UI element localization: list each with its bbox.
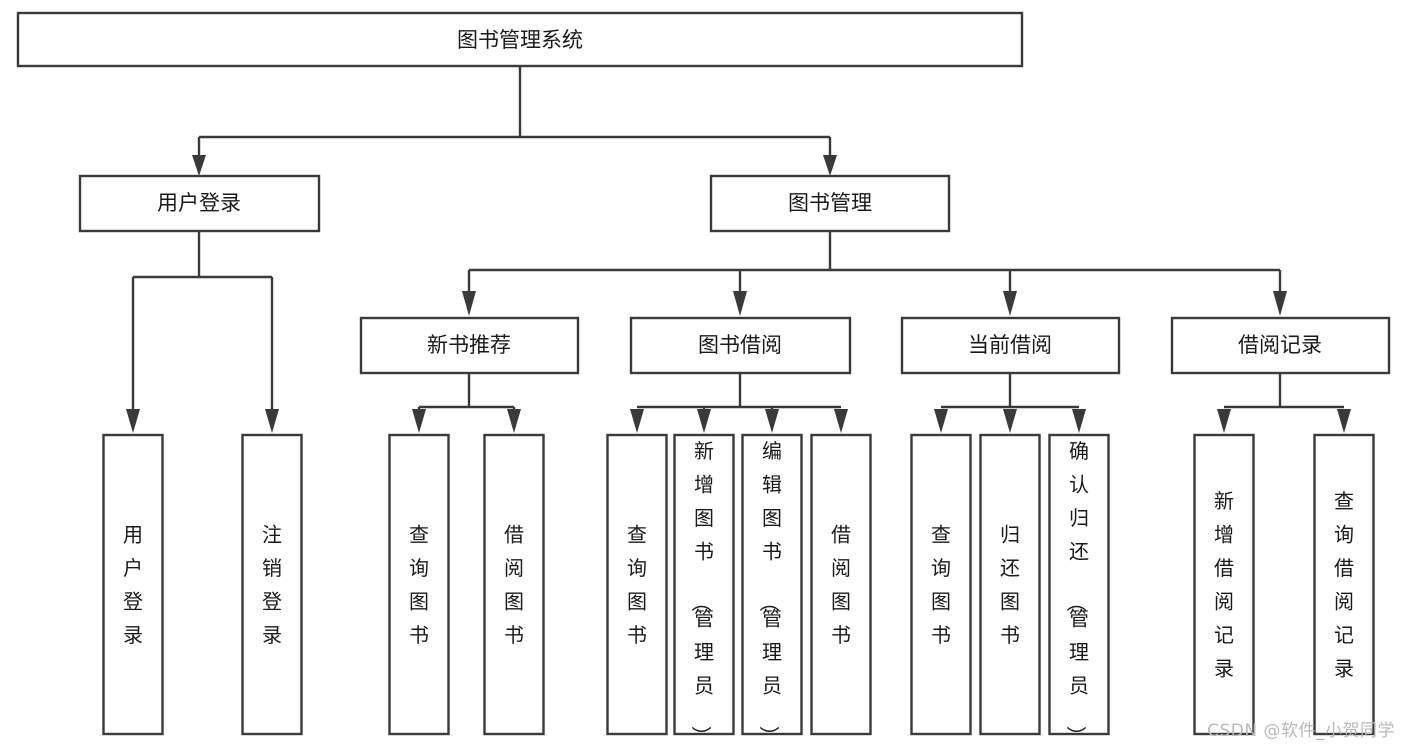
node-leaf-user-login[interactable]: 用户登录 bbox=[102, 433, 164, 736]
node-leaf-borrow-book[interactable]: 借阅图书 bbox=[810, 433, 872, 736]
node-leaf-query-book-borrow-box[interactable] bbox=[606, 433, 668, 736]
node-current-borrow-label: 当前借阅 bbox=[968, 333, 1052, 357]
node-book-manage-box[interactable] bbox=[709, 174, 951, 233]
arrow-head-leaf-add-record bbox=[1217, 409, 1231, 433]
node-leaf-return-book-label: 归还图书 bbox=[1000, 523, 1020, 648]
arrow-head-leaf-query-book-borrow bbox=[630, 409, 644, 433]
arrow-head-leaf-edit-book bbox=[765, 409, 779, 433]
node-leaf-confirm-return-label: 确认归还（管理员） bbox=[1064, 439, 1089, 746]
node-leaf-query-book-rec-label: 查询图书 bbox=[409, 523, 429, 648]
node-leaf-borrow-book-rec-label: 借阅图书 bbox=[504, 523, 524, 648]
arrow-head-leaf-user-logout bbox=[265, 409, 279, 433]
node-leaf-query-book-cur-box[interactable] bbox=[910, 433, 972, 736]
leaf-layer: 用户登录 注销登录 查询图书 借阅图书 查询图书 新增图书（管理员） 编辑图书（管理员） 借阅… bbox=[102, 433, 1375, 746]
node-leaf-query-book-cur-label: 查询图书 bbox=[931, 523, 951, 648]
arrow-head-leaf-borrow-book-rec bbox=[507, 409, 521, 433]
node-leaf-add-record-label: 新增借阅记录 bbox=[1214, 489, 1234, 681]
node-leaf-add-record[interactable]: 新增借阅记录 bbox=[1193, 433, 1255, 736]
arrow-head-leaf-confirm-return bbox=[1072, 409, 1086, 433]
node-book-manage-label: 图书管理 bbox=[788, 191, 872, 215]
arrow-head-leaf-query-book-cur bbox=[934, 409, 948, 433]
node-leaf-add-book-label: 新增图书（管理员） bbox=[689, 439, 714, 746]
node-root[interactable]: 图书管理系统 bbox=[16, 11, 1024, 68]
node-current-borrow[interactable]: 当前借阅 bbox=[900, 316, 1121, 375]
node-root-box[interactable] bbox=[16, 11, 1024, 68]
node-leaf-borrow-book-rec-box[interactable] bbox=[483, 433, 545, 736]
arrow-head-user-login bbox=[192, 155, 206, 176]
node-book-manage[interactable]: 图书管理 bbox=[709, 174, 951, 233]
node-leaf-borrow-book-label: 借阅图书 bbox=[831, 523, 851, 648]
node-book-borrow[interactable]: 图书借阅 bbox=[629, 316, 852, 375]
node-leaf-user-logout[interactable]: 注销登录 bbox=[241, 433, 303, 736]
node-leaf-return-book-box[interactable] bbox=[979, 433, 1041, 736]
arrow-head-leaf-borrow-book bbox=[834, 409, 848, 433]
node-leaf-edit-book-box[interactable] bbox=[741, 433, 803, 736]
node-leaf-borrow-book-box[interactable] bbox=[810, 433, 872, 736]
node-leaf-user-logout-box[interactable] bbox=[241, 433, 303, 736]
arrow-head-borrow-record bbox=[1273, 291, 1287, 316]
node-leaf-query-book-cur[interactable]: 查询图书 bbox=[910, 433, 972, 736]
arrow-head-leaf-add-book bbox=[697, 409, 711, 433]
node-new-book-recommend-label: 新书推荐 bbox=[427, 333, 511, 357]
node-leaf-user-login-box[interactable] bbox=[102, 433, 164, 736]
node-book-borrow-box[interactable] bbox=[629, 316, 852, 375]
arrow-head-leaf-return-book bbox=[1003, 409, 1017, 433]
node-leaf-query-book-rec-box[interactable] bbox=[388, 433, 450, 736]
node-leaf-query-record[interactable]: 查询借阅记录 bbox=[1313, 433, 1375, 736]
node-leaf-confirm-return-box[interactable] bbox=[1048, 433, 1110, 736]
arrow-head-leaf-user-login bbox=[126, 409, 140, 433]
node-borrow-record-label: 借阅记录 bbox=[1238, 333, 1322, 357]
node-leaf-edit-book-label: 编辑图书（管理员） bbox=[757, 439, 782, 746]
arrow-head-new-book-recommend bbox=[462, 291, 476, 316]
node-new-book-recommend-box[interactable] bbox=[359, 316, 580, 375]
node-new-book-recommend[interactable]: 新书推荐 bbox=[359, 316, 580, 375]
node-leaf-query-record-box[interactable] bbox=[1313, 433, 1375, 736]
node-borrow-record-box[interactable] bbox=[1170, 316, 1391, 375]
node-leaf-add-book[interactable]: 新增图书（管理员） bbox=[673, 433, 735, 746]
arrow-head-book-borrow bbox=[733, 291, 747, 316]
arrow-head-current-borrow bbox=[1003, 291, 1017, 316]
node-leaf-query-book-rec[interactable]: 查询图书 bbox=[388, 433, 450, 736]
node-leaf-return-book[interactable]: 归还图书 bbox=[979, 433, 1041, 736]
node-leaf-query-book-borrow[interactable]: 查询图书 bbox=[606, 433, 668, 736]
node-book-borrow-label: 图书借阅 bbox=[698, 333, 782, 357]
arrow-head-leaf-query-book-rec bbox=[412, 409, 426, 433]
node-leaf-add-record-box[interactable] bbox=[1193, 433, 1255, 736]
arrow-head-leaf-query-record bbox=[1337, 409, 1351, 433]
node-user-login-label: 用户登录 bbox=[157, 191, 241, 215]
node-leaf-query-record-label: 查询借阅记录 bbox=[1334, 489, 1354, 681]
arrow-head-book-manage bbox=[823, 155, 837, 176]
node-user-login[interactable]: 用户登录 bbox=[78, 174, 321, 233]
connector-layer bbox=[126, 66, 1351, 433]
node-leaf-user-logout-label: 注销登录 bbox=[262, 523, 282, 648]
node-leaf-borrow-book-rec[interactable]: 借阅图书 bbox=[483, 433, 545, 736]
node-leaf-edit-book[interactable]: 编辑图书（管理员） bbox=[741, 433, 803, 746]
node-root-label: 图书管理系统 bbox=[457, 28, 583, 52]
node-user-login-box[interactable] bbox=[78, 174, 321, 233]
node-leaf-query-book-borrow-label: 查询图书 bbox=[627, 523, 647, 648]
node-borrow-record[interactable]: 借阅记录 bbox=[1170, 316, 1391, 375]
node-leaf-user-login-label: 用户登录 bbox=[123, 523, 143, 648]
node-current-borrow-box[interactable] bbox=[900, 316, 1121, 375]
node-leaf-confirm-return[interactable]: 确认归还（管理员） bbox=[1048, 433, 1110, 746]
watermark-text: CSDN @软件_小贺同学 bbox=[1207, 721, 1395, 741]
node-leaf-add-book-box[interactable] bbox=[673, 433, 735, 736]
